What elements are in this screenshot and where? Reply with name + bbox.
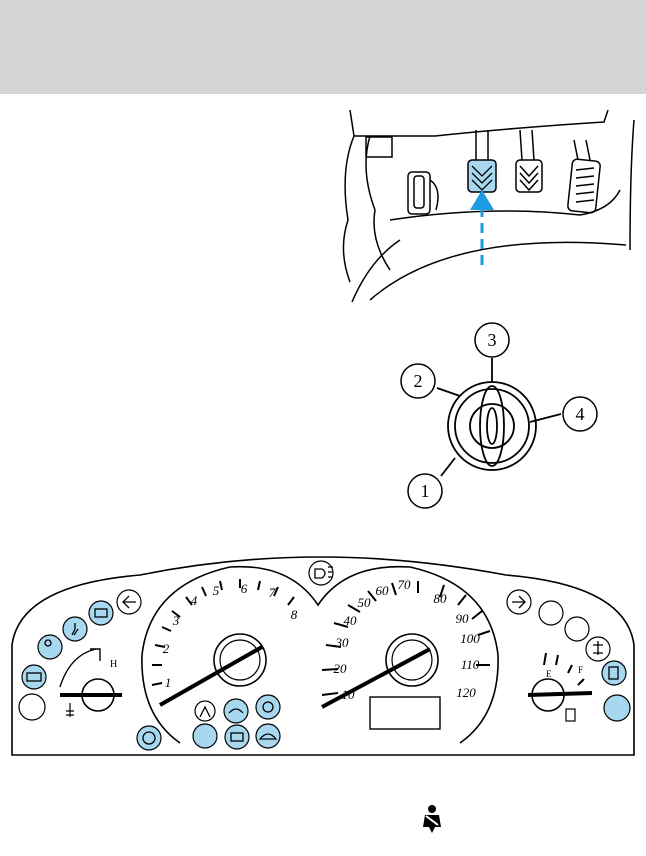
brake-abs-indicator xyxy=(136,725,162,751)
tach-label-3: 3 xyxy=(172,613,180,628)
speed-label-110: 110 xyxy=(461,657,480,672)
tach-label-4: 4 xyxy=(191,593,198,608)
door-ajar-indicator xyxy=(255,723,281,749)
blank-indicator-b xyxy=(564,616,590,642)
position-1-callout xyxy=(407,473,443,509)
header-band xyxy=(0,0,646,94)
headlamp-indicator xyxy=(308,560,334,586)
overdrive-icon xyxy=(593,641,603,655)
fuel-icon xyxy=(608,666,619,680)
ignition-switch-illustration: 3 2 4 1 xyxy=(385,318,610,518)
traction-indicator xyxy=(194,700,216,722)
tach-label-6: 6 xyxy=(241,581,248,596)
speed-label-80: 80 xyxy=(434,591,448,606)
tach-label-7: 7 xyxy=(269,585,276,600)
position-4-callout xyxy=(562,396,598,432)
oil-pressure-indicator xyxy=(223,698,249,724)
position-label-1: 1 xyxy=(421,481,430,501)
door-ajar-icon xyxy=(258,733,278,740)
speed-label-120: 120 xyxy=(456,685,476,700)
seatbelt-mini-icon xyxy=(71,623,79,636)
fuel-empty-label: E xyxy=(546,669,552,679)
instrument-cluster-illustration: 1 2 3 4 5 6 7 8 xyxy=(0,545,646,770)
blank-right-indicator xyxy=(603,694,631,722)
blank-indicator xyxy=(192,723,218,749)
battery-indicator xyxy=(224,724,250,750)
position-label-3: 3 xyxy=(488,330,497,350)
brake-pedal-illustration xyxy=(330,109,646,303)
oil-can-icon xyxy=(228,708,244,714)
speed-label-60: 60 xyxy=(376,583,390,598)
speed-label-70: 70 xyxy=(398,577,412,592)
right-arrow-icon xyxy=(512,595,526,609)
fuel-gauge: E F xyxy=(527,652,593,722)
headlamp-icon xyxy=(314,566,333,579)
brake-warning-indicator xyxy=(255,694,281,720)
charging-indicator-left xyxy=(21,664,47,690)
tach-label-8: 8 xyxy=(291,607,298,622)
ignition-switch-icon: 3 2 4 1 xyxy=(400,322,598,509)
speed-label-40: 40 xyxy=(344,613,358,628)
battery-icon xyxy=(230,732,244,742)
temp-hot-label: H xyxy=(110,659,117,670)
tach-label-2: 2 xyxy=(163,641,170,656)
temperature-gauge: H xyxy=(59,648,122,717)
position-2-callout xyxy=(400,363,436,399)
speed-label-90: 90 xyxy=(456,611,470,626)
odometer-display xyxy=(369,696,441,730)
seatbelt-icon xyxy=(415,803,449,837)
tachometer: 1 2 3 4 5 6 7 8 xyxy=(141,565,499,744)
tach-label-5: 5 xyxy=(213,583,220,598)
position-3-callout xyxy=(474,322,510,358)
speedometer: 10 20 30 40 50 60 70 80 90 100 110 120 xyxy=(321,577,491,730)
brake-abs-icon xyxy=(142,731,156,745)
speed-label-100: 100 xyxy=(460,631,480,646)
low-fuel-indicator xyxy=(601,660,627,686)
position-label-4: 4 xyxy=(576,404,585,424)
check-engine-indicator xyxy=(88,600,114,626)
fuel-pump-icon xyxy=(565,708,576,722)
traction-icon xyxy=(199,705,211,718)
left-arrow-icon xyxy=(122,595,136,609)
speed-label-20: 20 xyxy=(334,661,348,676)
speed-label-50: 50 xyxy=(358,595,372,610)
charging-icon xyxy=(26,672,42,682)
fuel-full-label: F xyxy=(578,665,583,675)
cluster-housing xyxy=(11,556,635,756)
speed-label-30: 30 xyxy=(335,635,350,650)
airbag-icon xyxy=(44,639,52,647)
blank-indicator-left xyxy=(18,693,46,721)
coolant-temp-icon xyxy=(66,703,74,717)
airbag-indicator xyxy=(37,634,63,660)
brake-pedal-arrow-icon xyxy=(342,109,635,303)
position-label-2: 2 xyxy=(414,371,423,391)
brake-icon xyxy=(262,701,274,713)
blank-indicator-a xyxy=(538,600,564,626)
engine-icon xyxy=(94,608,108,618)
tach-label-1: 1 xyxy=(165,675,172,690)
